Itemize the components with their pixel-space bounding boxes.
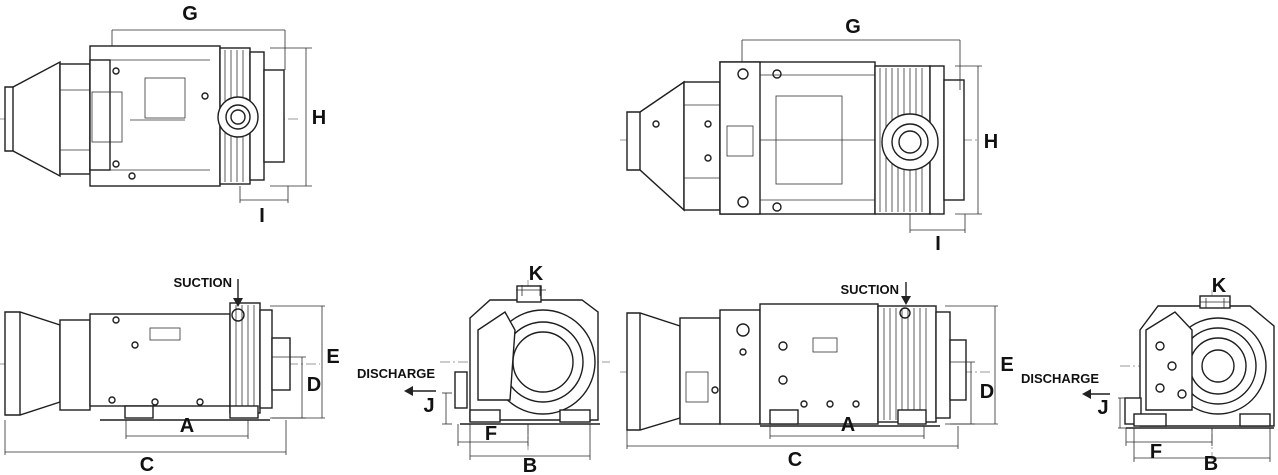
small-end-view: DISCHARGE K J F B [357,263,610,475]
dim-k-label: K [1212,275,1227,297]
dim-b-label: B [1204,453,1218,475]
dim-j-label: J [1097,397,1108,419]
suction-label: SUCTION [174,275,233,290]
arrow-down-icon [233,279,243,307]
large-end-view: DISCHARGE K J F B [1021,275,1276,475]
dim-f-label: F [485,423,497,445]
dim-d-label: D [307,374,321,396]
discharge-label: DISCHARGE [357,366,435,381]
dim-h-label: H [984,131,998,153]
dim-j-label: J [423,395,434,417]
dim-c-label: C [788,449,802,471]
dim-k-label: K [529,263,544,285]
dim-h-label: H [312,107,326,129]
dim-g-label: G [182,3,198,25]
dim-d-label: D [980,381,994,403]
arrow-left-icon [1082,389,1110,399]
arrow-down-icon [901,282,911,305]
dim-a-label: A [841,414,855,436]
small-top-view: G H I [0,3,326,227]
dim-i-label: I [935,233,941,255]
dim-i-label: I [259,205,265,227]
dim-c-label: C [140,454,154,475]
dim-e-label: E [326,346,339,368]
large-side-view: SUCTION A C D E [620,282,1014,471]
discharge-label: DISCHARGE [1021,371,1099,386]
dim-b-label: B [523,455,537,475]
dim-f-label: F [1150,441,1162,463]
small-side-view: SUCTION A C D E [0,275,340,475]
dim-a-label: A [180,415,194,437]
large-top-view: G H I [620,16,998,255]
dim-g-label: G [845,16,861,38]
suction-label: SUCTION [841,282,900,297]
dim-e-label: E [1000,354,1013,376]
arrow-left-icon [404,386,436,396]
